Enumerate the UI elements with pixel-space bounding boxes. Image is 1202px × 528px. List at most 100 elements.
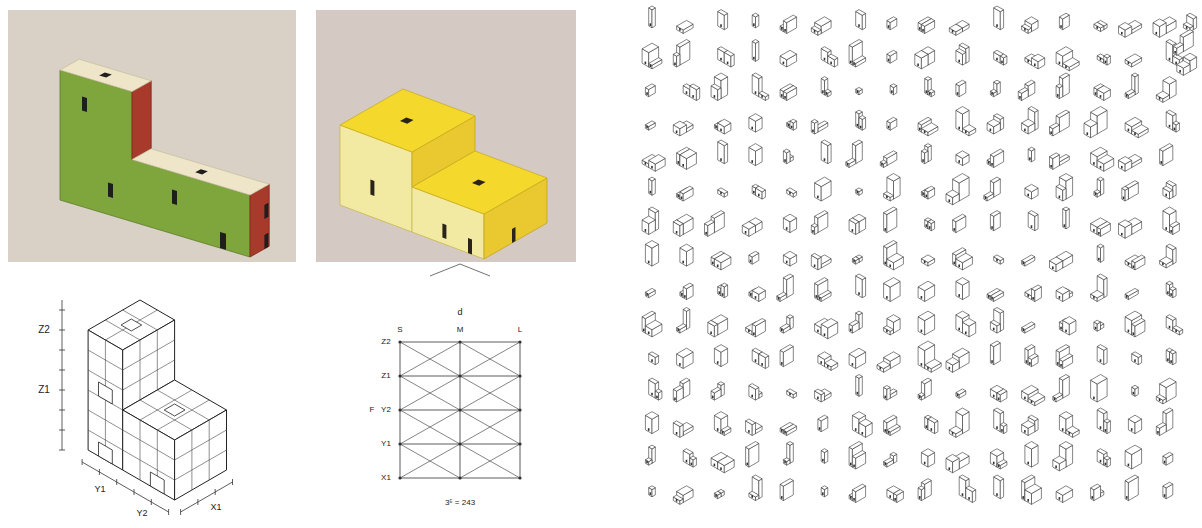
variant-icon — [821, 449, 828, 464]
lattice-cross — [460, 444, 520, 478]
icon-face — [949, 426, 962, 434]
icon-door — [855, 428, 857, 431]
icon-door — [1027, 194, 1029, 197]
variant-icon — [1022, 475, 1042, 504]
icon-door — [924, 131, 926, 134]
icon-door — [1165, 227, 1167, 230]
lattice-diagram — [398, 264, 521, 480]
icon-face — [1022, 421, 1035, 429]
icon-door — [1121, 166, 1123, 169]
grid-drawing — [59, 300, 233, 515]
icon-face — [890, 84, 897, 88]
icon-door — [1059, 497, 1061, 500]
lattice-cross — [460, 410, 520, 444]
icon-door — [998, 398, 1000, 401]
icon-door — [812, 130, 814, 133]
icon-door — [1095, 92, 1097, 95]
icon-face — [649, 6, 656, 10]
icon-door — [815, 295, 817, 298]
lattice-cross — [400, 410, 460, 444]
icon-face — [780, 479, 793, 487]
icon-door — [1167, 358, 1169, 361]
icon-face — [887, 50, 897, 56]
variant-icon — [990, 385, 1007, 402]
icon-door — [1126, 94, 1128, 97]
icon-face — [1125, 445, 1142, 455]
icon-face — [856, 311, 863, 315]
lattice-node — [518, 476, 521, 479]
icon-door — [720, 192, 722, 195]
variant-icon — [780, 50, 797, 67]
icon-face — [680, 186, 693, 194]
icon-door — [1060, 327, 1062, 330]
icon-door — [1093, 229, 1095, 232]
icon-door — [847, 163, 849, 166]
variant-icon — [884, 415, 901, 435]
icon-door — [758, 194, 760, 197]
variant-icon — [787, 119, 797, 130]
icon-door — [991, 360, 993, 363]
variant-icon — [780, 345, 793, 367]
icon-door — [722, 431, 724, 434]
variant-icon — [821, 77, 831, 97]
axis-label: Z1 — [38, 385, 50, 395]
icon-door — [891, 90, 893, 93]
icon-door — [784, 159, 786, 162]
icon-face — [887, 253, 904, 263]
roof — [60, 59, 151, 91]
icon-face — [756, 186, 766, 192]
icon-door — [858, 292, 860, 295]
grid-face — [88, 330, 123, 470]
icon-door — [1128, 330, 1130, 333]
icon-face — [1104, 348, 1107, 364]
icon-face — [1059, 375, 1069, 381]
icon-face — [777, 292, 787, 298]
variant-icon — [714, 489, 724, 498]
icon-face — [1163, 207, 1176, 215]
variant-icon — [849, 40, 866, 68]
icon-face — [752, 475, 762, 481]
variant-icon — [856, 87, 863, 94]
window — [108, 182, 113, 198]
icon-face — [856, 274, 866, 280]
icon-door — [850, 496, 852, 499]
icon-door — [1121, 233, 1123, 236]
icon-door — [789, 192, 791, 195]
variant-icon — [673, 486, 693, 505]
icon-door — [991, 297, 993, 300]
variant-icon — [1091, 147, 1114, 171]
icon-door — [677, 329, 679, 332]
icon-face — [884, 207, 897, 215]
variant-icon — [811, 119, 828, 134]
grid-line — [123, 430, 175, 460]
icon-face — [1119, 220, 1132, 228]
icon-face — [921, 449, 934, 457]
variant-icon — [815, 389, 832, 402]
icon-door — [957, 92, 959, 95]
icon-door — [651, 393, 653, 396]
icon-door — [751, 127, 753, 130]
icon-door — [1167, 291, 1169, 294]
icon-door — [786, 261, 788, 264]
icon-face — [953, 214, 966, 222]
icon-door — [1164, 494, 1166, 497]
variant-icon — [811, 17, 831, 36]
axis-tick — [59, 330, 65, 331]
icon-face — [1097, 86, 1110, 94]
icon-door — [781, 27, 783, 30]
icon-face — [1059, 412, 1072, 420]
icon-door — [1160, 161, 1162, 164]
icon-door — [1027, 294, 1029, 297]
icon-face — [884, 246, 887, 266]
icon-face — [1183, 53, 1196, 61]
canvas-ground — [8, 10, 296, 262]
icon-door — [1179, 70, 1181, 73]
icon-face — [984, 192, 994, 198]
icon-face — [1170, 350, 1177, 354]
variant-icon — [1056, 73, 1069, 99]
variant-icon — [946, 174, 969, 205]
icon-door — [1027, 499, 1029, 502]
variant-icon — [856, 375, 863, 397]
variant-icon — [990, 211, 1000, 231]
icon-door — [1064, 224, 1066, 227]
